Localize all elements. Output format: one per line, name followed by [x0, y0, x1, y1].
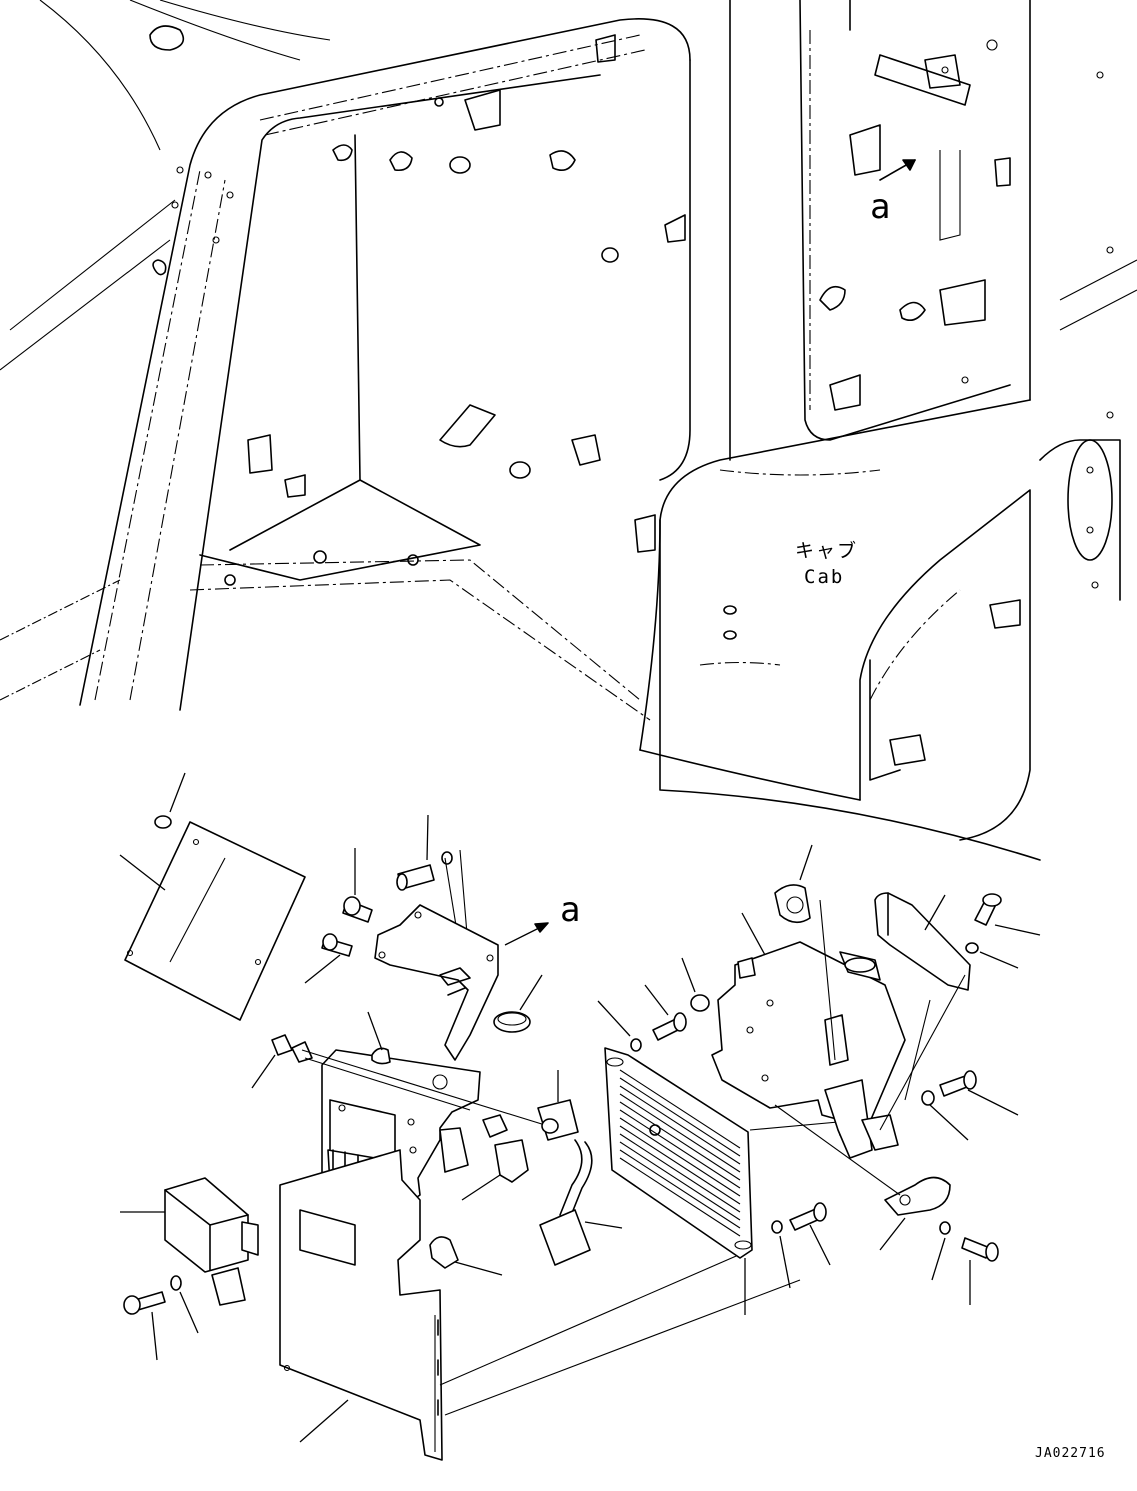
clip-nut	[154, 815, 172, 829]
washer	[965, 942, 979, 954]
connector	[482, 1114, 508, 1138]
cab-label-japanese: キャブ	[795, 540, 859, 562]
cable-clip	[429, 1236, 459, 1269]
cab-label-english: Cab	[804, 566, 845, 588]
support-arm	[874, 892, 971, 991]
connector-clip	[271, 1034, 293, 1056]
grommet	[690, 994, 710, 1012]
p-clamp	[884, 1176, 951, 1216]
washer	[441, 851, 453, 865]
view-marker-a-bottom: a	[560, 890, 581, 930]
hose-clamp	[493, 1011, 531, 1033]
washer	[771, 1220, 783, 1234]
washer	[630, 1038, 642, 1052]
cab-structure	[0, 0, 1137, 861]
view-marker-a-top: a	[870, 187, 891, 227]
mounting-bracket	[374, 904, 499, 1061]
washer	[170, 1275, 182, 1291]
grommet	[774, 884, 811, 924]
grommet	[371, 1047, 391, 1065]
drawing-code: JA022716	[1035, 1446, 1106, 1461]
cable-tie	[844, 957, 876, 973]
lower-cover-panel	[279, 1149, 443, 1461]
washer	[939, 1221, 951, 1235]
washer	[921, 1090, 935, 1106]
cable-grommet	[537, 1099, 579, 1141]
cable-connector	[539, 1209, 591, 1266]
cover-plate	[124, 821, 306, 1021]
bolt	[961, 1237, 991, 1259]
exploded-parts	[119, 772, 1041, 1461]
controller-box	[164, 1177, 249, 1273]
